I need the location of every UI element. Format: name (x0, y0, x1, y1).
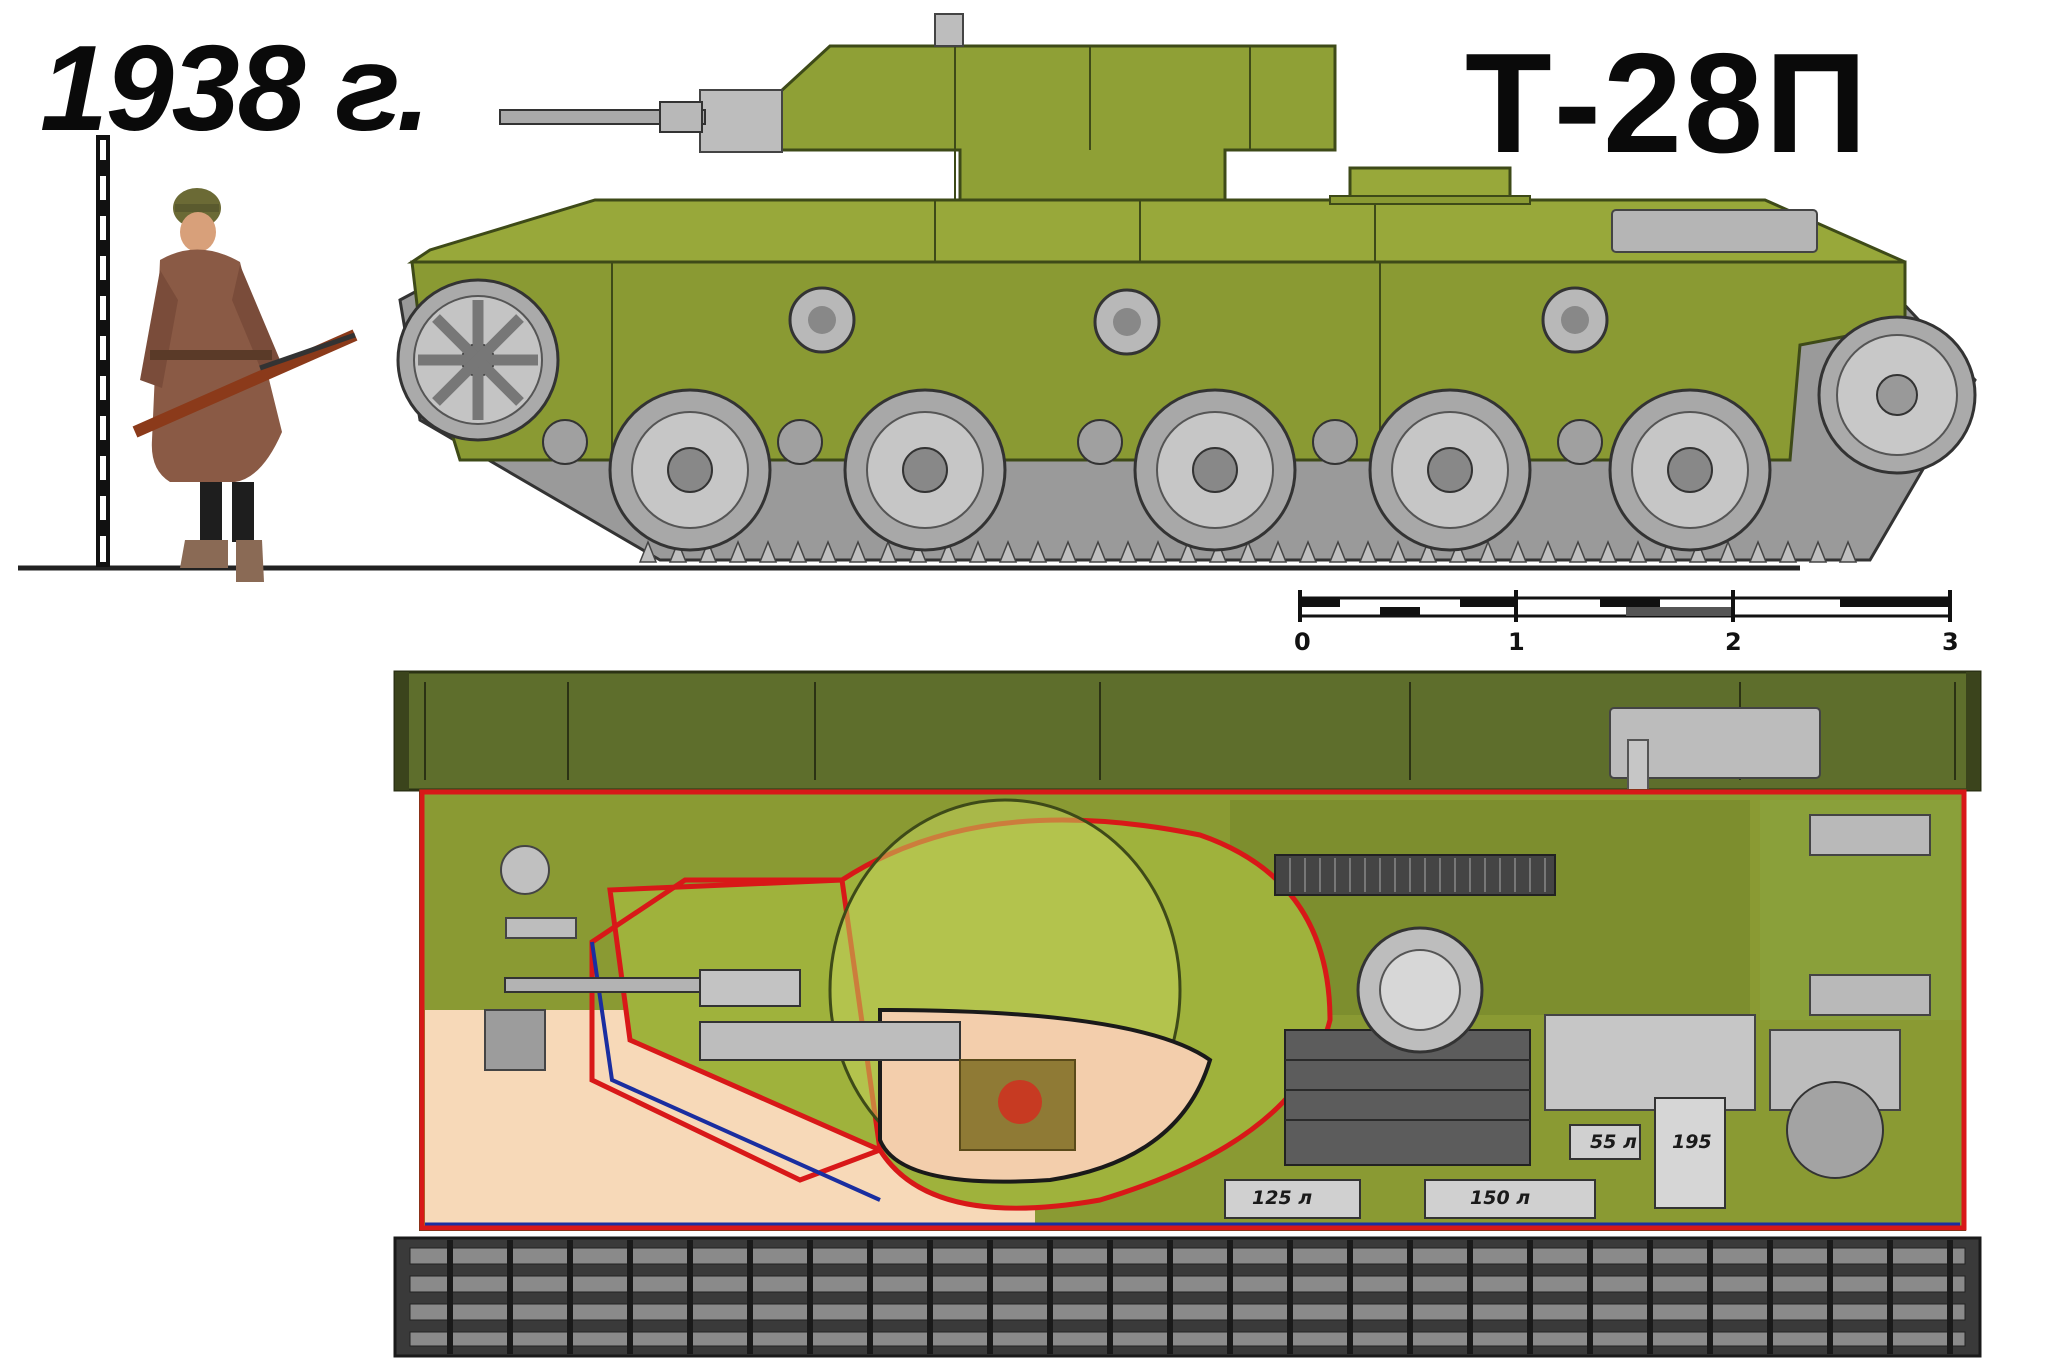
return-rollers (788, 286, 1609, 356)
year-label: 1938 г. (40, 20, 431, 156)
road-wheels (608, 388, 1772, 552)
drive-sprocket (1817, 315, 1977, 475)
scale-tick-0: 0 (1294, 628, 1311, 656)
fuel-tank-label-3: 55 л (1590, 1131, 1637, 1153)
fuel-tank-label-1: 125 л (1252, 1187, 1313, 1209)
fuel-tank-label-4: 195 (1672, 1131, 1712, 1153)
scale-tick-2: 2 (1725, 628, 1742, 656)
height-scale-pole (96, 135, 110, 567)
scale-tick-3: 3 (1942, 628, 1959, 656)
soldier-figure (132, 188, 358, 582)
tank-top-view (393, 670, 1982, 1358)
scale-bar (1298, 590, 1952, 622)
idler-wheel (396, 278, 560, 442)
fuel-tank-label-2: 150 л (1470, 1187, 1531, 1209)
tank-side-view (396, 13, 1977, 563)
bogie-wheels (542, 419, 1603, 465)
model-label: Т-28П (1465, 24, 1870, 183)
scale-tick-1: 1 (1508, 628, 1525, 656)
